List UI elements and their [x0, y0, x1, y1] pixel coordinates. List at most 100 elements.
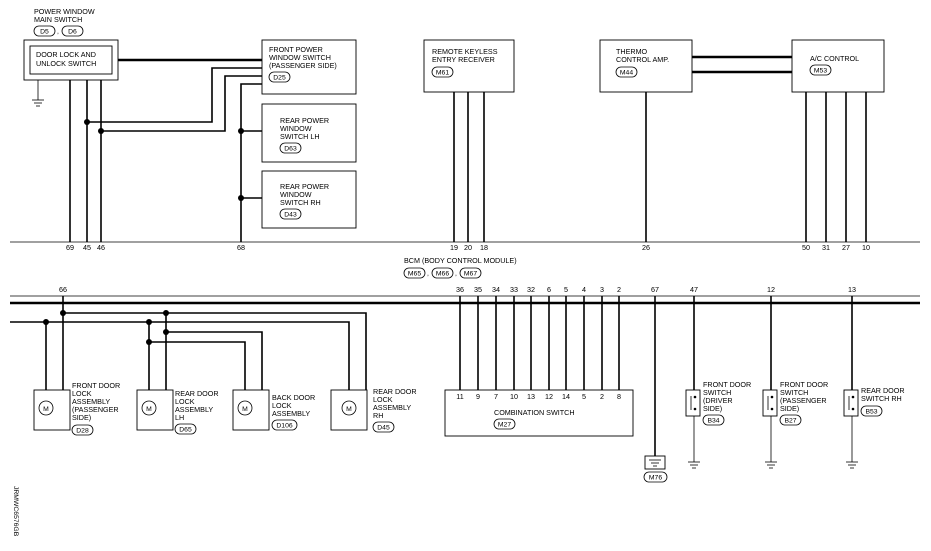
rear-door-lock-rh-label-2: LOCK	[373, 395, 393, 404]
front-door-lock-label-5: SIDE)	[72, 413, 91, 422]
motor-label: M	[43, 406, 49, 413]
ground-m76: M76	[643, 296, 668, 483]
bcm-conn-2: M66	[436, 271, 449, 278]
pin-label: 67	[651, 285, 659, 294]
pin-label: 69	[66, 243, 74, 252]
pin-label: 34	[492, 285, 500, 294]
rear-door-lock-assembly-rh: M REAR DOOR LOCK ASSEMBLY RH D45	[330, 387, 417, 433]
rear-power-window-switch-rh: REAR POWER WINDOW SWITCH RH D43	[261, 170, 357, 229]
bcm-conn-3: M67	[464, 271, 477, 278]
front-pw-label-3: (PASSENGER SIDE)	[269, 61, 337, 70]
ac-control-label: A/C CONTROL	[810, 54, 859, 63]
front-door-lock-label-4: (PASSENGER	[72, 405, 119, 414]
svg-text:,: ,	[57, 29, 59, 36]
motor-label: M	[242, 406, 248, 413]
pin-label: 45	[83, 243, 91, 252]
rear-door-lock-lh-label-3: ASSEMBLY	[175, 405, 213, 414]
pin-label: 20	[464, 243, 472, 252]
figure-id: JRMWC6576GB	[12, 486, 19, 537]
front-door-lock-conn: D28	[76, 428, 89, 435]
pin-label: 6	[547, 285, 551, 294]
switch-icon	[848, 395, 855, 411]
connector-badge	[33, 25, 56, 37]
combination-switch-wiring	[459, 296, 620, 390]
back-door-lock-conn: D106	[276, 423, 292, 430]
rear-door-lock-lh-label-1: REAR DOOR	[175, 389, 219, 398]
connector-badge	[615, 66, 638, 78]
connector-badge	[493, 418, 516, 430]
connector-badge	[431, 66, 454, 78]
connector-badge	[271, 419, 298, 431]
connector-badge	[174, 423, 197, 435]
pin-label: 8	[617, 392, 621, 401]
rear-pw-lh-label-3: SWITCH LH	[280, 132, 320, 141]
pin-label: 31	[822, 243, 830, 252]
pin-label: 12	[545, 392, 553, 401]
motor-icon	[38, 400, 54, 416]
front-pw-label-2: WINDOW SWITCH	[269, 53, 331, 62]
pin-label: 27	[842, 243, 850, 252]
pin-label: 10	[862, 243, 870, 252]
thermo-control-amp: THERMO CONTROL AMP. M44	[599, 39, 792, 242]
front-pw-label-1: FRONT POWER	[269, 45, 323, 54]
connector-badge	[459, 267, 482, 279]
main-switch-conn-2: D6	[68, 29, 77, 36]
switch-icon	[767, 395, 774, 411]
pin-label: 2	[617, 285, 621, 294]
rear-power-window-switch-lh: REAR POWER WINDOW SWITCH LH D63	[261, 103, 357, 163]
motor-icon	[237, 400, 253, 416]
ground-icon	[688, 461, 700, 469]
pin-label: 26	[642, 243, 650, 252]
back-door-lock-assembly: M BACK DOOR LOCK ASSEMBLY D106	[232, 389, 315, 431]
pin-label: 9	[476, 392, 480, 401]
connector-badge	[643, 471, 668, 483]
door-lock-switch-label-2: UNLOCK SWITCH	[36, 59, 96, 68]
door-lock-wiring	[10, 296, 367, 390]
bcm-boundary: BCM (BODY CONTROL MODULE) M65 , M66 , M6…	[10, 241, 920, 305]
pin-label: 3	[600, 285, 604, 294]
connector-badge	[809, 64, 832, 76]
remote-keyless-entry-receiver: REMOTE KEYLESS ENTRY RECEIVER M61	[423, 39, 515, 242]
thermo-label-1: THERMO	[616, 47, 648, 56]
ac-control: A/C CONTROL M53	[791, 39, 885, 242]
rear-pw-lh-label-2: WINDOW	[280, 124, 312, 133]
connector-badge	[431, 267, 454, 279]
pin-label: 12	[767, 285, 775, 294]
rear-pw-rh-conn: D43	[284, 212, 297, 219]
pin-label: 11	[456, 392, 463, 401]
ground-conn: M76	[649, 475, 662, 482]
front-power-window-switch: FRONT POWER WINDOW SWITCH (PASSENGER SID…	[261, 39, 357, 95]
svg-text:,: ,	[455, 271, 457, 278]
connector-badge	[71, 424, 94, 436]
ground-icon	[649, 459, 661, 467]
motor-label: M	[146, 406, 152, 413]
back-door-lock-label-1: BACK DOOR	[272, 393, 315, 402]
combination-switch-label: COMBINATION SWITCH	[494, 408, 575, 417]
main-switch-title-2: MAIN SWITCH	[34, 15, 82, 24]
motor-label: M	[346, 406, 352, 413]
pin-label: 32	[527, 285, 535, 294]
rear-door-lock-rh-conn: D45	[377, 425, 390, 432]
svg-text:,: ,	[427, 271, 429, 278]
front-door-sw-driver-label-4: SIDE)	[703, 404, 722, 413]
rear-door-sw-rh-label-1: REAR DOOR	[861, 386, 905, 395]
combination-switch: 11 9 7 10 13 12 14 5 2 8 COMBINATION SWI…	[444, 389, 634, 437]
ground-icon	[32, 99, 44, 107]
front-door-sw-pass-label-4: SIDE)	[780, 404, 799, 413]
connector-badge	[61, 25, 84, 37]
bcm-top-pins: 69 45 46 68 19 20 18 26 50 31 27 10	[66, 243, 870, 252]
front-door-lock-label-1: FRONT DOOR	[72, 381, 120, 390]
front-door-lock-assembly: M FRONT DOOR LOCK ASSEMBLY (PASSENGER SI…	[33, 381, 120, 436]
front-door-sw-driver-label-2: SWITCH	[703, 388, 731, 397]
pin-label: 68	[237, 243, 245, 252]
combination-switch-conn: M27	[498, 422, 511, 429]
front-door-switch-driver: FRONT DOOR SWITCH (DRIVER SIDE) B34	[685, 296, 751, 469]
connector-badge	[268, 71, 291, 83]
connector-badge	[372, 421, 395, 433]
pin-label: 7	[494, 392, 498, 401]
pin-label: 5	[564, 285, 568, 294]
connector-badge	[702, 414, 725, 426]
rear-pw-lh-conn: D63	[284, 146, 297, 153]
rear-door-switch-rh: REAR DOOR SWITCH RH B53	[843, 296, 905, 469]
